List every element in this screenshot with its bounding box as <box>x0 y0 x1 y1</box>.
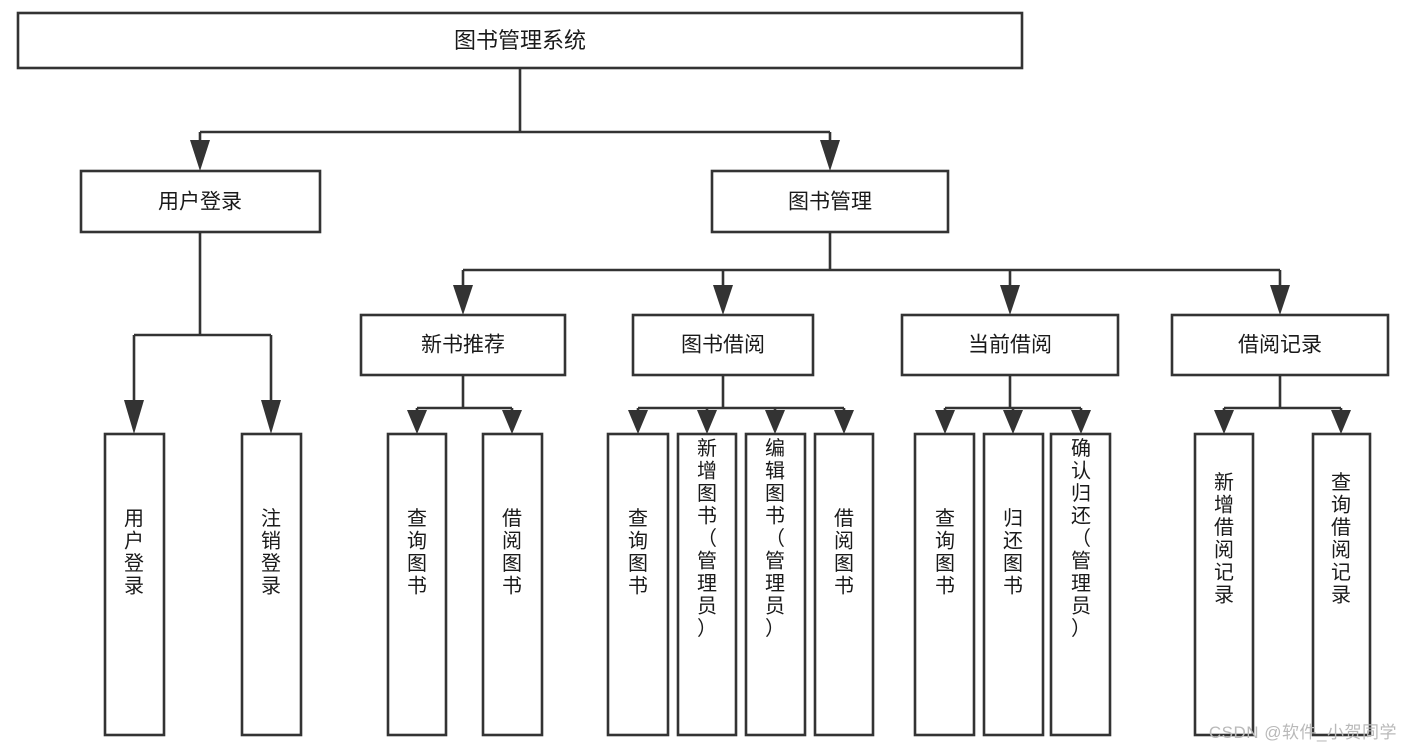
arrow-book-borrow-leaf-3 <box>765 410 785 434</box>
node-book-manage-label: 图书管理 <box>788 191 872 214</box>
node-new-book-recommend[interactable]: 新书推荐 <box>359 313 567 377</box>
node-borrow-record-box[interactable] <box>1170 313 1390 377</box>
node-current-borrow[interactable]: 当前借阅 <box>900 313 1120 377</box>
leaf-box[interactable] <box>386 432 448 737</box>
leaf-book-borrow-borrow-book[interactable]: 借阅图书 <box>813 432 875 737</box>
leaf-box[interactable] <box>1311 432 1372 737</box>
leaf-box[interactable] <box>1049 432 1112 737</box>
leaf-label: 新增图书（管理员） <box>697 437 717 640</box>
node-current-borrow-label: 当前借阅 <box>968 334 1052 357</box>
leaf-box[interactable] <box>1193 432 1255 737</box>
node-root-box[interactable] <box>16 11 1024 70</box>
node-book-manage[interactable]: 图书管理 <box>710 169 950 234</box>
leaf-label: 归还图书 <box>1003 507 1023 598</box>
arrow-to-new-book-recommend <box>453 285 473 315</box>
node-new-book-recommend-label: 新书推荐 <box>421 334 505 357</box>
node-user-login-label: 用户登录 <box>158 191 242 214</box>
node-book-manage-box[interactable] <box>710 169 950 234</box>
leaf-user-login-user-login[interactable]: 用户登录 <box>103 432 166 737</box>
node-book-borrow-label: 图书借阅 <box>681 334 765 357</box>
arrow-current-borrow-leaf-2 <box>1003 410 1023 434</box>
arrow-new-book-leaf-2 <box>502 410 522 434</box>
leaf-label: 编辑图书（管理员） <box>765 437 785 640</box>
leaf-label: 查询借阅记录 <box>1331 471 1351 607</box>
arrow-user-login-leaf-2 <box>261 400 281 434</box>
arrow-root-to-user-login <box>190 140 210 171</box>
leaf-label: 确认归还（管理员） <box>1071 437 1091 640</box>
leaf-borrow-record-add-record[interactable]: 新增借阅记录 <box>1193 432 1255 737</box>
arrow-borrow-record-leaf-1 <box>1214 410 1234 434</box>
node-borrow-record[interactable]: 借阅记录 <box>1170 313 1390 377</box>
leaf-label: 查询图书 <box>407 507 427 598</box>
arrow-borrow-record-leaf-2 <box>1331 410 1351 434</box>
leaf-new-book-query-book[interactable]: 查询图书 <box>386 432 448 737</box>
node-book-borrow-box[interactable] <box>631 313 815 377</box>
leaf-box[interactable] <box>606 432 670 737</box>
leaf-current-borrow-confirm-return[interactable]: 确认归还（管理员） <box>1049 432 1112 737</box>
arrow-book-borrow-leaf-1 <box>628 410 648 434</box>
node-current-borrow-box[interactable] <box>900 313 1120 377</box>
leaf-label: 注销登录 <box>261 507 281 598</box>
leaf-user-login-logout[interactable]: 注销登录 <box>240 432 303 737</box>
leaf-label: 用户登录 <box>124 508 144 598</box>
arrow-book-borrow-leaf-4 <box>834 410 854 434</box>
arrow-book-borrow-leaf-2 <box>697 410 717 434</box>
leaf-box[interactable] <box>913 432 976 737</box>
csdn-watermark: CSDN @软件_小贺同学 <box>1208 723 1397 742</box>
leaf-label: 查询图书 <box>628 507 648 598</box>
arrow-to-current-borrow <box>1000 285 1020 315</box>
arrow-to-book-borrow <box>713 285 733 315</box>
connectors-layer <box>124 68 1351 434</box>
node-root-label: 图书管理系统 <box>454 28 586 53</box>
node-book-borrow[interactable]: 图书借阅 <box>631 313 815 377</box>
leaf-box[interactable] <box>240 432 303 737</box>
leaf-box[interactable] <box>813 432 875 737</box>
node-user-login[interactable]: 用户登录 <box>79 169 322 234</box>
leaf-box[interactable] <box>676 432 738 737</box>
leaf-box[interactable] <box>982 432 1045 737</box>
leaf-book-borrow-edit-book[interactable]: 编辑图书（管理员） <box>744 432 807 737</box>
arrow-user-login-leaf-1 <box>124 400 144 434</box>
leaf-new-book-borrow-book[interactable]: 借阅图书 <box>481 432 544 737</box>
node-new-book-recommend-box[interactable] <box>359 313 567 377</box>
arrow-to-borrow-record <box>1270 285 1290 315</box>
leaf-borrow-record-query-record[interactable]: 查询借阅记录 <box>1311 432 1372 737</box>
leaf-current-borrow-return-book[interactable]: 归还图书 <box>982 432 1045 737</box>
leaf-label: 借阅图书 <box>834 507 854 598</box>
leaf-label: 查询图书 <box>935 507 955 598</box>
node-borrow-record-label: 借阅记录 <box>1238 334 1322 357</box>
leaf-label: 借阅图书 <box>502 507 522 598</box>
leaf-box[interactable] <box>481 432 544 737</box>
leaf-current-borrow-query-book[interactable]: 查询图书 <box>913 432 976 737</box>
leaf-box[interactable] <box>744 432 807 737</box>
node-user-login-box[interactable] <box>79 169 322 234</box>
arrow-root-to-book-manage <box>820 140 840 171</box>
arrow-new-book-leaf-1 <box>407 410 427 434</box>
arrow-current-borrow-leaf-3 <box>1071 410 1091 434</box>
leaf-label: 新增借阅记录 <box>1214 471 1234 607</box>
arrow-current-borrow-leaf-1 <box>935 410 955 434</box>
leaf-book-borrow-add-book[interactable]: 新增图书（管理员） <box>676 432 738 737</box>
leaf-book-borrow-query-book[interactable]: 查询图书 <box>606 432 670 737</box>
node-root[interactable]: 图书管理系统 <box>16 11 1024 70</box>
leaf-box[interactable] <box>103 432 166 737</box>
